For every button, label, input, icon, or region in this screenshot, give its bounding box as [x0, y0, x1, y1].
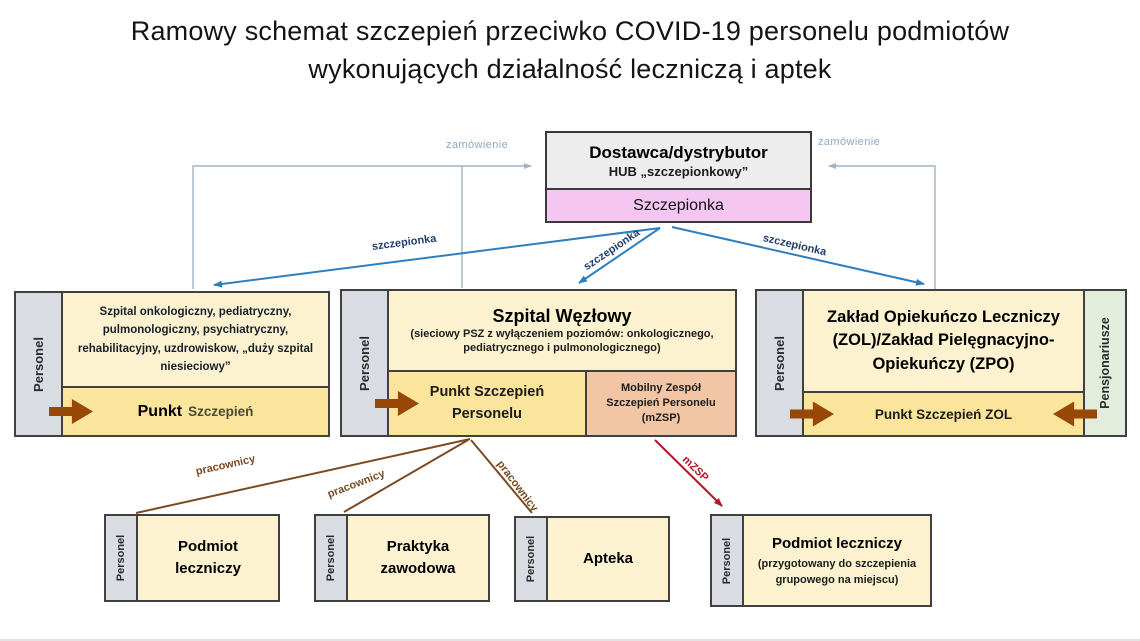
edge-pracownicy-middle — [343, 439, 469, 513]
medical-entity-group-main: Podmiot leczniczy (przygotowany do szcze… — [744, 516, 930, 605]
personel-sidebar-label: Personel — [525, 535, 537, 583]
pharmacy-label: Apteka — [582, 549, 634, 567]
vaccination-point-band: Punkt Szczepień — [49, 386, 328, 435]
edge-zamowienie-left — [192, 163, 532, 289]
personel-sidebar-label: Personel — [357, 335, 373, 391]
zol-vaccination-point-band: Punkt Szczepień ZOL — [790, 391, 1083, 435]
distributor-header: Dostawca/dystrybutor HUB „szczepionkowy” — [547, 133, 810, 190]
hub-hospital-subtitle: (sieciowy PSZ z wyłączeniem poziomów: on… — [410, 327, 714, 354]
edge-szczepionka-middle — [578, 227, 661, 284]
pensjonariusze-sidebar-label: Pensjonariusze — [1098, 317, 1113, 409]
node-medical-entity-group: Personel Podmiot leczniczy (przygotowany… — [710, 514, 932, 607]
node-professional-practice: Personel Praktyka zawodowa — [314, 514, 490, 602]
medical-entity-main: Podmiot leczniczy — [138, 516, 278, 600]
distributor-title: Dostawca/dystrybutor — [589, 142, 768, 162]
node-distributor-hub: Dostawca/dystrybutor HUB „szczepionkowy”… — [545, 131, 812, 223]
personel-sidebar: Personel — [316, 516, 348, 600]
personel-sidebar: Personel — [516, 518, 548, 600]
vaccination-point-word: Punkt — [137, 402, 183, 420]
edge-mzsp — [654, 439, 723, 507]
page-title: Ramowy schemat szczepień przeciwko COVID… — [0, 12, 1140, 88]
specialist-hospital-description: Szpital onkologiczny, pediatryczny, pulm… — [77, 305, 314, 373]
edge-label-zamowienie-left: zamówienie — [446, 139, 509, 151]
zol-main: Zakład Opiekuńczo Leczniczy (ZOL)/Zakład… — [790, 291, 1083, 435]
hub-hospital-title: Szpital Węzłowy — [492, 305, 632, 326]
node-medical-entity: Personel Podmiot leczniczy — [104, 514, 280, 602]
distributor-subtitle: HUB „szczepionkowy” — [608, 163, 749, 179]
medical-entity-label: Podmiot leczniczy — [175, 537, 241, 578]
zol-vaccination-point-label: Punkt Szczepień ZOL — [874, 406, 1013, 422]
edge-pracownicy-right — [470, 439, 533, 514]
vaccine-band: Szczepionka — [547, 190, 810, 221]
personel-sidebar-label: Personel — [772, 335, 788, 391]
professional-practice-label: Praktyka zawodowa — [380, 537, 456, 578]
specialist-hospital-main: Szpital onkologiczny, pediatryczny, pulm… — [49, 293, 328, 435]
personel-sidebar: Personel — [106, 516, 138, 600]
node-zol-zpo: Personel Zakład Opiekuńczo Leczniczy (ZO… — [755, 289, 1127, 437]
medical-entity-group-sublabel: (przygotowany do szczepienia grupowego n… — [757, 558, 917, 586]
mobile-vaccination-team-label: Mobilny Zespół Szczepień Personelu (mZSP… — [606, 382, 716, 424]
personel-sidebar-label: Personel — [31, 336, 47, 392]
professional-practice-main: Praktyka zawodowa — [348, 516, 488, 600]
mobile-vaccination-team: Mobilny Zespół Szczepień Personelu (mZSP… — [587, 372, 735, 435]
edge-szczepionka-right — [671, 226, 925, 286]
title-line-1: Ramowy schemat szczepień przeciwko COVID… — [130, 16, 1010, 46]
edge-pracownicy-left — [135, 438, 471, 514]
personel-sidebar: Personel — [712, 516, 744, 605]
node-pharmacy: Personel Apteka — [514, 516, 670, 602]
title-line-2: wykonujących działalność leczniczą i apt… — [308, 54, 832, 84]
medical-entity-group-label: Podmiot leczniczy — [771, 534, 903, 552]
pharmacy-main: Apteka — [548, 518, 668, 600]
hub-hospital-bottom-band: Punkt Szczepień Personelu Mobilny Zespół… — [375, 370, 735, 435]
zol-title: Zakład Opiekuńczo Leczniczy (ZOL)/Zakład… — [827, 308, 1060, 373]
personel-sidebar-label: Personel — [325, 534, 337, 582]
personel-sidebar: Personel — [342, 291, 389, 435]
edge-label-zamowienie-right: zamówienie — [818, 136, 881, 148]
vaccination-point-rest: Szczepień — [188, 404, 254, 419]
edge-zamowienie-right — [828, 163, 936, 289]
personel-sidebar-label: Personel — [721, 537, 733, 584]
hub-hospital-main: Szpital Węzłowy (sieciowy PSZ z wyłączen… — [375, 291, 735, 435]
node-hub-hospital: Personel Szpital Węzłowy (sieciowy PSZ z… — [340, 289, 737, 437]
hub-hospital-header: Szpital Węzłowy (sieciowy PSZ z wyłączen… — [389, 291, 735, 370]
edge-szczepionka-left — [213, 227, 661, 288]
staff-vaccination-point-label: Punkt Szczepień Personelu — [429, 383, 545, 422]
personel-sidebar-label: Personel — [115, 534, 127, 582]
node-specialist-hospital: Personel Szpital onkologiczny, pediatryc… — [14, 291, 330, 437]
staff-vaccination-point: Punkt Szczepień Personelu — [375, 372, 587, 435]
